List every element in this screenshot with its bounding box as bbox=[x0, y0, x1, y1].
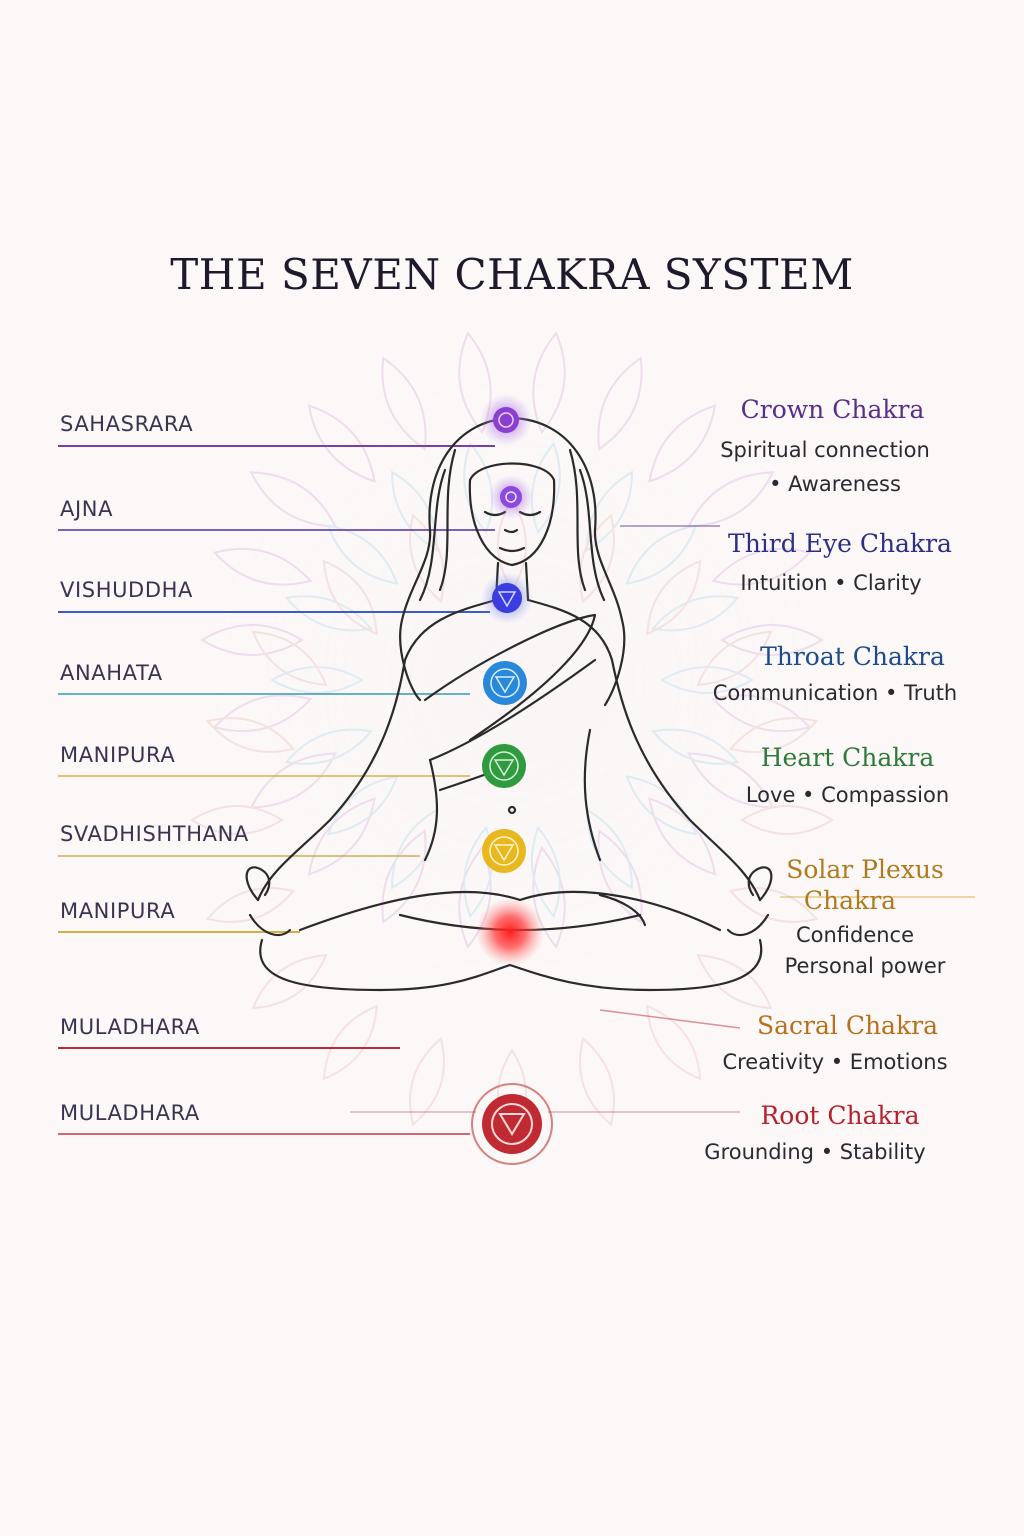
sacral-chakra-name: Sacral Chakra bbox=[757, 1011, 938, 1040]
throat-chakra-name: Throat Chakra bbox=[760, 642, 945, 671]
third-eye-chakra-name: Third Eye Chakra bbox=[728, 529, 952, 558]
left-label-manipura-2: MANIPURA bbox=[60, 899, 176, 923]
crown-chakra-desc-2: • Awareness bbox=[769, 472, 901, 496]
heart-chakra-symbol-icon bbox=[483, 661, 527, 705]
left-label-svadhishthana: SVADHISHTHANA bbox=[60, 822, 249, 846]
right-leader-lines bbox=[350, 525, 975, 1113]
left-label-manipura: MANIPURA bbox=[60, 743, 176, 767]
crown-chakra-desc: Spiritual connection bbox=[720, 438, 930, 462]
left-label-muladhara-2: MULADHARA bbox=[60, 1101, 200, 1125]
solar-plexus-chakra-symbol-icon bbox=[482, 744, 526, 788]
root-chakra-desc: Grounding • Stability bbox=[704, 1140, 926, 1164]
solar-plexus-chakra-desc-2: Personal power bbox=[784, 954, 946, 978]
throat-chakra-desc: Communication • Truth bbox=[712, 681, 958, 705]
crown-chakra-symbol-icon bbox=[480, 394, 532, 446]
left-label-sahasrara: SAHASRARA bbox=[60, 412, 194, 436]
heart-chakra-desc: Love • Compassion bbox=[745, 783, 950, 807]
left-label-ajna: AJNA bbox=[60, 497, 114, 521]
left-label-anahata: ANAHATA bbox=[60, 661, 163, 685]
root-chakra-symbol-icon bbox=[471, 1083, 553, 1165]
left-leader-lines bbox=[58, 445, 495, 1135]
left-label-muladhara: MULADHARA bbox=[60, 1015, 200, 1039]
sacral-chakra-symbol-icon bbox=[482, 829, 526, 873]
solar-plexus-chakra-name-2: Chakra bbox=[803, 886, 897, 915]
crown-chakra-name: Crown Chakra bbox=[740, 395, 925, 424]
third-eye-chakra-desc: Intuition • Clarity bbox=[740, 571, 922, 595]
sacral-glow-icon bbox=[476, 898, 544, 966]
sacral-chakra-desc: Creativity • Emotions bbox=[722, 1050, 948, 1074]
page-title: THE SEVEN CHAKRA SYSTEM bbox=[170, 250, 854, 299]
heart-chakra-name: Heart Chakra bbox=[760, 743, 935, 772]
root-chakra-name: Root Chakra bbox=[760, 1101, 920, 1130]
solar-plexus-chakra-desc: Confidence bbox=[795, 923, 915, 947]
solar-plexus-chakra-name: Solar Plexus bbox=[786, 855, 944, 884]
third-eye-chakra-symbol-icon bbox=[489, 475, 533, 519]
throat-chakra-symbol-icon bbox=[481, 572, 533, 624]
left-label-vishuddha: VISHUDDHA bbox=[60, 578, 193, 602]
